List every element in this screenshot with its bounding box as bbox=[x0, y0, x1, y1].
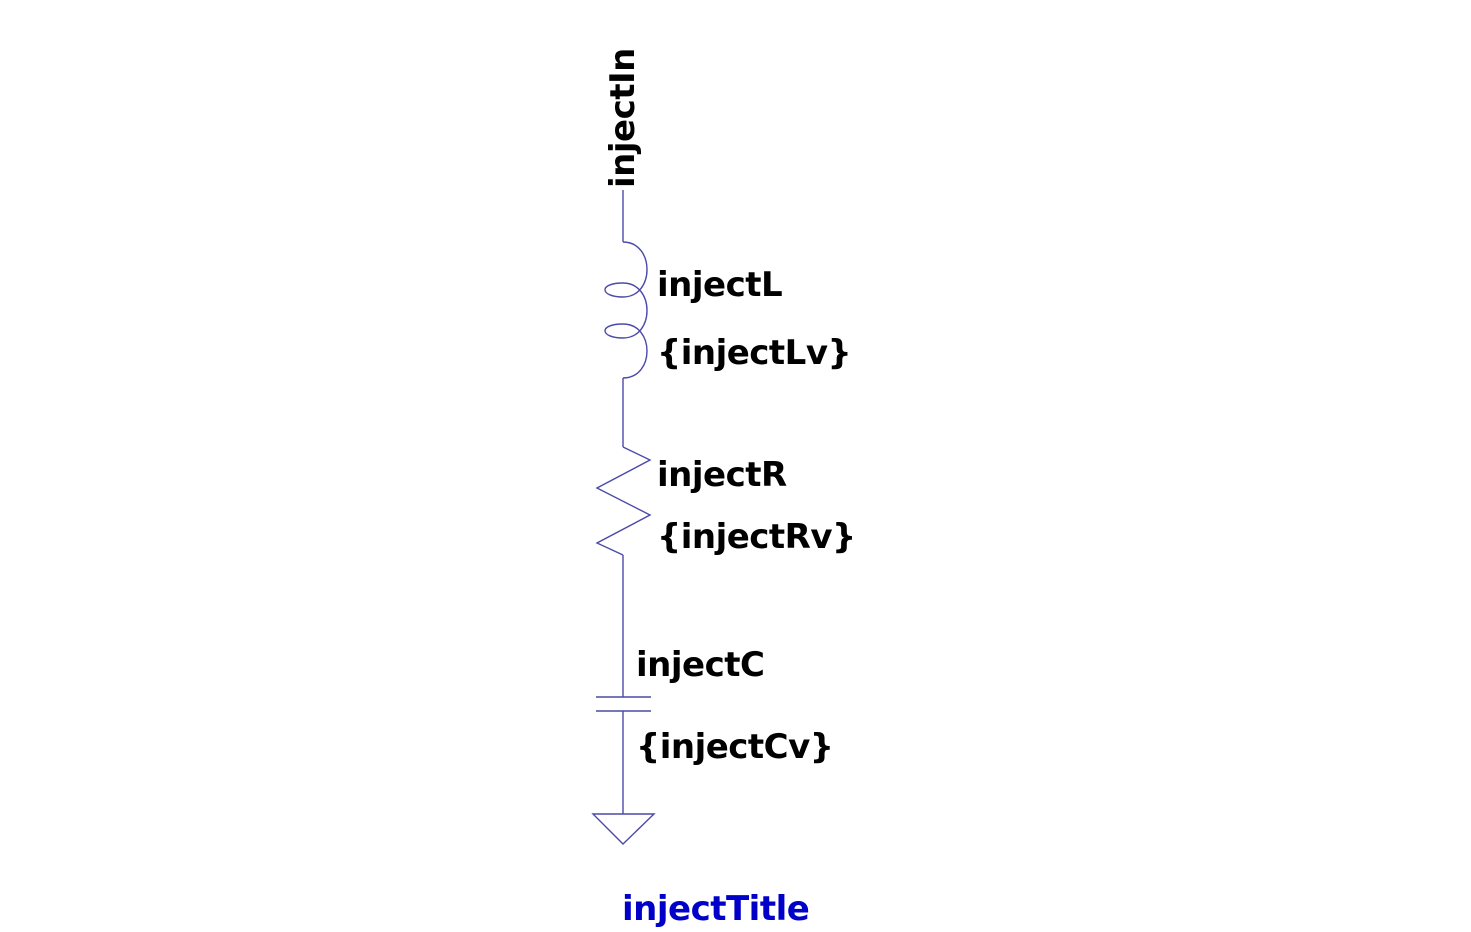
resistor-symbol[interactable] bbox=[595, 446, 652, 556]
net-label-injectIn[interactable]: injectIn bbox=[603, 48, 643, 188]
schematic-title[interactable]: injectTitle bbox=[622, 889, 810, 929]
resistor-name[interactable]: injectR bbox=[657, 455, 787, 495]
capacitor-value[interactable]: {injectCv} bbox=[636, 727, 834, 767]
resistor-value[interactable]: {injectRv} bbox=[657, 517, 856, 557]
inductor-name[interactable]: injectL bbox=[657, 265, 783, 305]
inductor-symbol[interactable] bbox=[604, 241, 648, 379]
ground-icon[interactable] bbox=[591, 813, 656, 845]
capacitor-name[interactable]: injectC bbox=[636, 645, 765, 685]
inductor-value[interactable]: {injectLv} bbox=[657, 333, 852, 373]
